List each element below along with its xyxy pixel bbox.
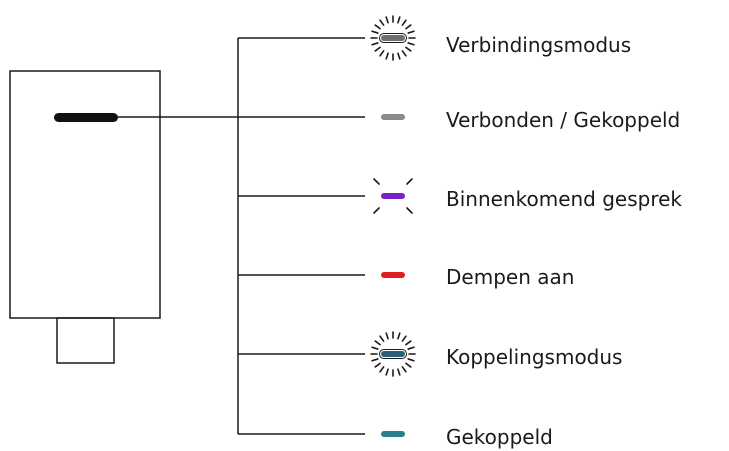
blink-ray — [405, 340, 412, 346]
led-indicators — [370, 15, 416, 437]
blink-ray — [401, 50, 407, 57]
led-outline — [379, 349, 407, 359]
blink-ray — [385, 332, 389, 340]
blink-ray — [397, 332, 401, 340]
blink-ray — [405, 46, 412, 52]
led-indicator-mute-on — [381, 272, 405, 278]
blink-ray — [405, 24, 412, 30]
blink-ray — [397, 52, 401, 60]
state-label-connection-mode: Verbindingsmodus — [446, 33, 631, 57]
state-label-pairing-mode: Koppelingsmodus — [446, 345, 622, 369]
led-light — [381, 193, 405, 199]
blink-ray — [374, 24, 381, 30]
led-indicator-paired — [381, 431, 405, 437]
blink-ray — [371, 346, 379, 350]
led-light — [381, 351, 405, 357]
blink-ray — [379, 335, 385, 342]
led-indicator-incoming-call — [373, 178, 413, 214]
state-label-connected-paired: Verbonden / Gekoppeld — [446, 108, 680, 132]
blink-ray — [407, 346, 415, 350]
blink-ray — [385, 52, 389, 60]
blink-ray — [401, 366, 407, 373]
blink-ray — [401, 335, 407, 342]
blink-ray — [374, 46, 381, 52]
blink-ray — [407, 358, 415, 362]
flash-ray — [406, 207, 413, 214]
usb-receiver — [9, 70, 161, 364]
blink-ray — [405, 362, 412, 368]
receiver-connector — [56, 317, 115, 364]
led-light — [381, 431, 405, 437]
blink-ray — [407, 30, 415, 34]
blink-ray — [379, 19, 385, 26]
state-label-paired: Gekoppeld — [446, 425, 553, 449]
led-indicator-pairing-mode — [370, 331, 416, 377]
blink-ray — [379, 50, 385, 57]
led-indicator-connection-mode — [370, 15, 416, 61]
state-label-incoming-call: Binnenkomend gesprek — [446, 187, 682, 211]
led-light — [381, 272, 405, 278]
blink-ray — [385, 368, 389, 376]
led-light — [381, 114, 405, 120]
blink-ray — [374, 362, 381, 368]
state-labels: Verbindingsmodus Verbonden / Gekoppeld B… — [446, 33, 682, 449]
connector-lines — [118, 37, 365, 435]
blink-ray — [371, 30, 379, 34]
flash-ray — [373, 178, 380, 185]
flash-ray — [406, 178, 413, 185]
led-indicator-connected-paired — [381, 114, 405, 120]
blink-ray — [401, 19, 407, 26]
blink-ray — [407, 42, 415, 46]
blink-ray — [385, 16, 389, 24]
blink-ray — [371, 42, 379, 46]
blink-ray — [397, 368, 401, 376]
state-label-mute-on: Dempen aan — [446, 265, 574, 289]
led-light — [381, 35, 405, 41]
led-outline — [379, 33, 407, 43]
flash-ray — [373, 207, 380, 214]
blink-ray — [371, 358, 379, 362]
blink-ray — [397, 16, 401, 24]
receiver-led — [54, 113, 118, 122]
receiver-body — [9, 70, 161, 319]
blink-ray — [374, 340, 381, 346]
blink-ray — [379, 366, 385, 373]
